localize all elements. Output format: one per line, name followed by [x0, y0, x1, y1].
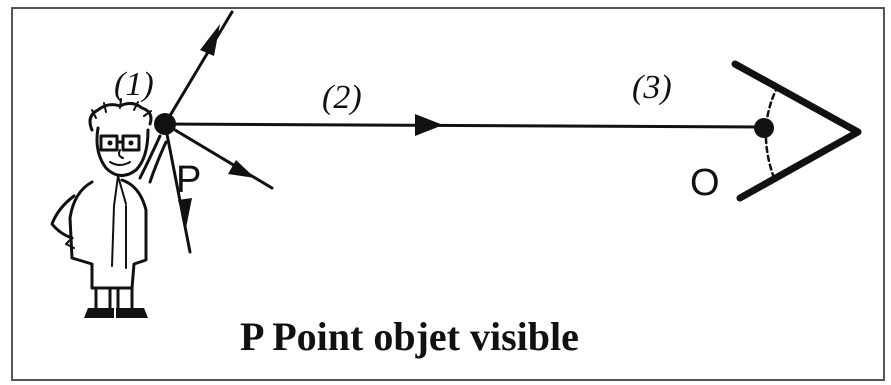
- scattered-rays: [165, 12, 272, 252]
- label-ray-end: (3): [632, 69, 672, 106]
- ray-down-arrowhead: [178, 198, 192, 228]
- eye-illustration: [735, 64, 858, 198]
- label-point-p: P: [176, 159, 201, 201]
- label-ray-middle: (2): [322, 79, 362, 116]
- ray-up: [165, 12, 232, 124]
- eyelids: [735, 64, 858, 198]
- ray-up-arrowhead: [200, 24, 220, 56]
- observer-point-o: [754, 118, 774, 138]
- ray-arrowhead: [415, 114, 443, 136]
- light-ray: [165, 124, 762, 127]
- scientist-illustration: [52, 99, 166, 318]
- label-ray-start: (1): [114, 66, 154, 103]
- caption: P Point objet visible: [240, 314, 579, 359]
- label-observer-o: O: [690, 162, 720, 204]
- point-p-dot: [154, 113, 176, 135]
